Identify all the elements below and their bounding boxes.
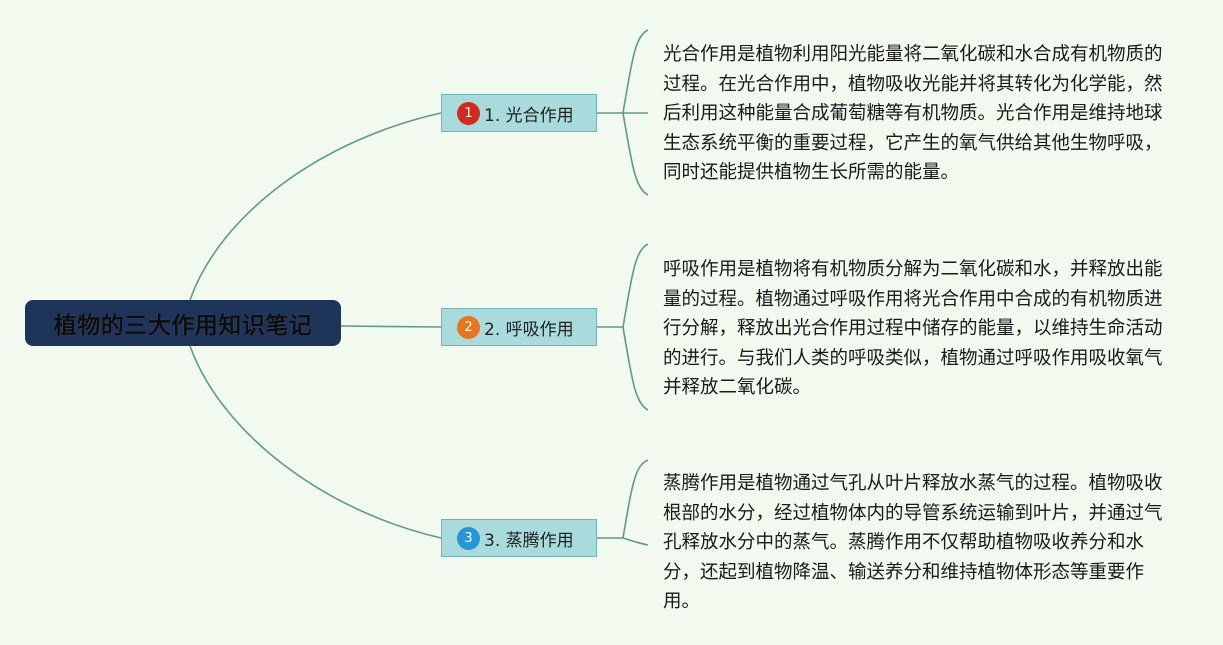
branch-node-transpiration[interactable]: 3 3. 蒸腾作用: [441, 519, 597, 557]
number-badge-1: 1: [457, 101, 480, 125]
number-badge-3: 3: [457, 526, 480, 550]
note-transpiration: 蒸腾作用是植物通过气孔从叶片释放水蒸气的过程。植物吸收根部的水分，经过植物体内的…: [663, 473, 1163, 612]
connector-root-branch-2: [340, 325, 442, 328]
branch-label: 3. 蒸腾作用: [484, 530, 574, 551]
note-photosynthesis: 光合作用是植物利用阳光能量将二氧化碳和水合成有机物质的过程。在光合作用中，植物吸…: [663, 44, 1163, 183]
bracket-branch-2-top: [622, 243, 649, 328]
number-badge-2: 2: [457, 315, 480, 339]
branch-node-photosynthesis[interactable]: 1 1. 光合作用: [441, 94, 597, 132]
bracket-branch-2-bottom: [622, 326, 649, 411]
bracket-branch-1-bottom: [622, 112, 649, 196]
bracket-branch-3-bottom: [622, 537, 649, 546]
connector-root-branch-1: [189, 112, 442, 301]
branch-node-respiration[interactable]: 2 2. 呼吸作用: [441, 308, 597, 346]
branch-label: 2. 呼吸作用: [484, 319, 574, 340]
note-respiration: 呼吸作用是植物将有机物质分解为二氧化碳和水，并释放出能量的过程。植物通过呼吸作用…: [663, 259, 1163, 398]
root-title: 植物的三大作用知识笔记: [53, 313, 313, 339]
branch-label: 1. 光合作用: [484, 105, 574, 126]
root-node[interactable]: 植物的三大作用知识笔记: [25, 300, 341, 346]
bracket-branch-1-top: [622, 29, 649, 114]
connector-root-branch-3: [189, 345, 442, 539]
bracket-branch-3-top: [622, 459, 649, 539]
